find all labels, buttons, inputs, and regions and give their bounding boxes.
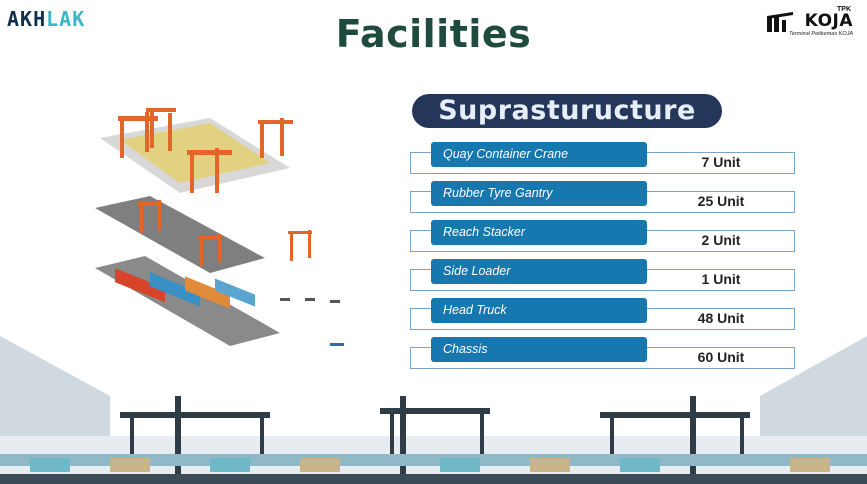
facility-row: Chassis 60 Unit <box>410 337 795 374</box>
facility-count: 48 Unit <box>697 310 745 326</box>
facility-row: Rubber Tyre Gantry 25 Unit <box>410 181 795 218</box>
facility-row: Quay Container Crane 7 Unit <box>410 142 795 179</box>
facility-count: 60 Unit <box>697 349 745 365</box>
akhlak-logo: AKHLAK <box>7 7 85 31</box>
akhlak-logo-part1: AKH <box>7 7 47 31</box>
facility-label: Rubber Tyre Gantry <box>431 181 647 206</box>
koja-mark-icon <box>767 12 793 32</box>
facility-row: Reach Stacker 2 Unit <box>410 220 795 257</box>
facility-label: Reach Stacker <box>431 220 647 245</box>
akhlak-logo-part2: LAK <box>46 7 86 31</box>
koja-logo-subtitle: Terminal Petikemas KOJA <box>789 31 853 37</box>
facility-count: 7 Unit <box>701 154 741 170</box>
facility-label: Head Truck <box>431 298 647 323</box>
port-skyline-illustration <box>0 336 867 484</box>
koja-logo-tpk: TPK <box>837 6 851 13</box>
facility-label: Chassis <box>431 337 647 362</box>
facility-label: Side Loader <box>431 259 647 284</box>
facility-label: Quay Container Crane <box>431 142 647 167</box>
facility-count: 25 Unit <box>697 193 745 209</box>
facility-row: Head Truck 48 Unit <box>410 298 795 335</box>
suprastructure-heading: Suprasturucture <box>412 94 722 128</box>
koja-logo: TPK KOJA Terminal Petikemas KOJA <box>767 6 853 38</box>
port-terminal-illustration <box>95 108 344 346</box>
koja-logo-name: KOJA <box>804 11 853 31</box>
facility-count: 1 Unit <box>701 271 741 287</box>
facility-row: Side Loader 1 Unit <box>410 259 795 296</box>
page-title: Facilities <box>335 12 532 56</box>
facility-count: 2 Unit <box>701 232 741 248</box>
